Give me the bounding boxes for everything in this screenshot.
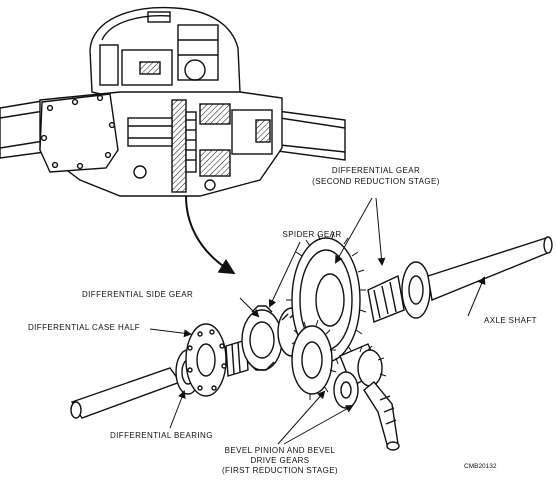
leader-lines [149, 197, 486, 445]
label-second-reduction-stage: (SECOND REDUCTION STAGE) [312, 177, 440, 186]
figure-code: CMB20132 [464, 463, 497, 470]
label-differential-bearing: DIFFERENTIAL BEARING [110, 431, 213, 440]
curved-arrow [185, 195, 236, 275]
label-bevel-pinion: BEVEL PINION AND BEVEL [224, 446, 336, 455]
label-differential-gear: DIFFERENTIAL GEAR [331, 166, 421, 175]
label-axle-shaft: AXLE SHAFT [484, 316, 537, 325]
housing-cutaway [0, 6, 346, 197]
label-spider-gear: SPIDER GEAR [282, 230, 342, 239]
label-differential-side-gear: DIFFERENTIAL SIDE GEAR [82, 290, 194, 299]
label-drive-gears: DRIVE GEARS [250, 456, 310, 465]
label-differential-case-half: DIFFERENTIAL CASE HALF [28, 323, 141, 332]
exploded-assembly [70, 231, 553, 451]
label-first-reduction-stage: (FIRST REDUCTION STAGE) [221, 466, 339, 475]
